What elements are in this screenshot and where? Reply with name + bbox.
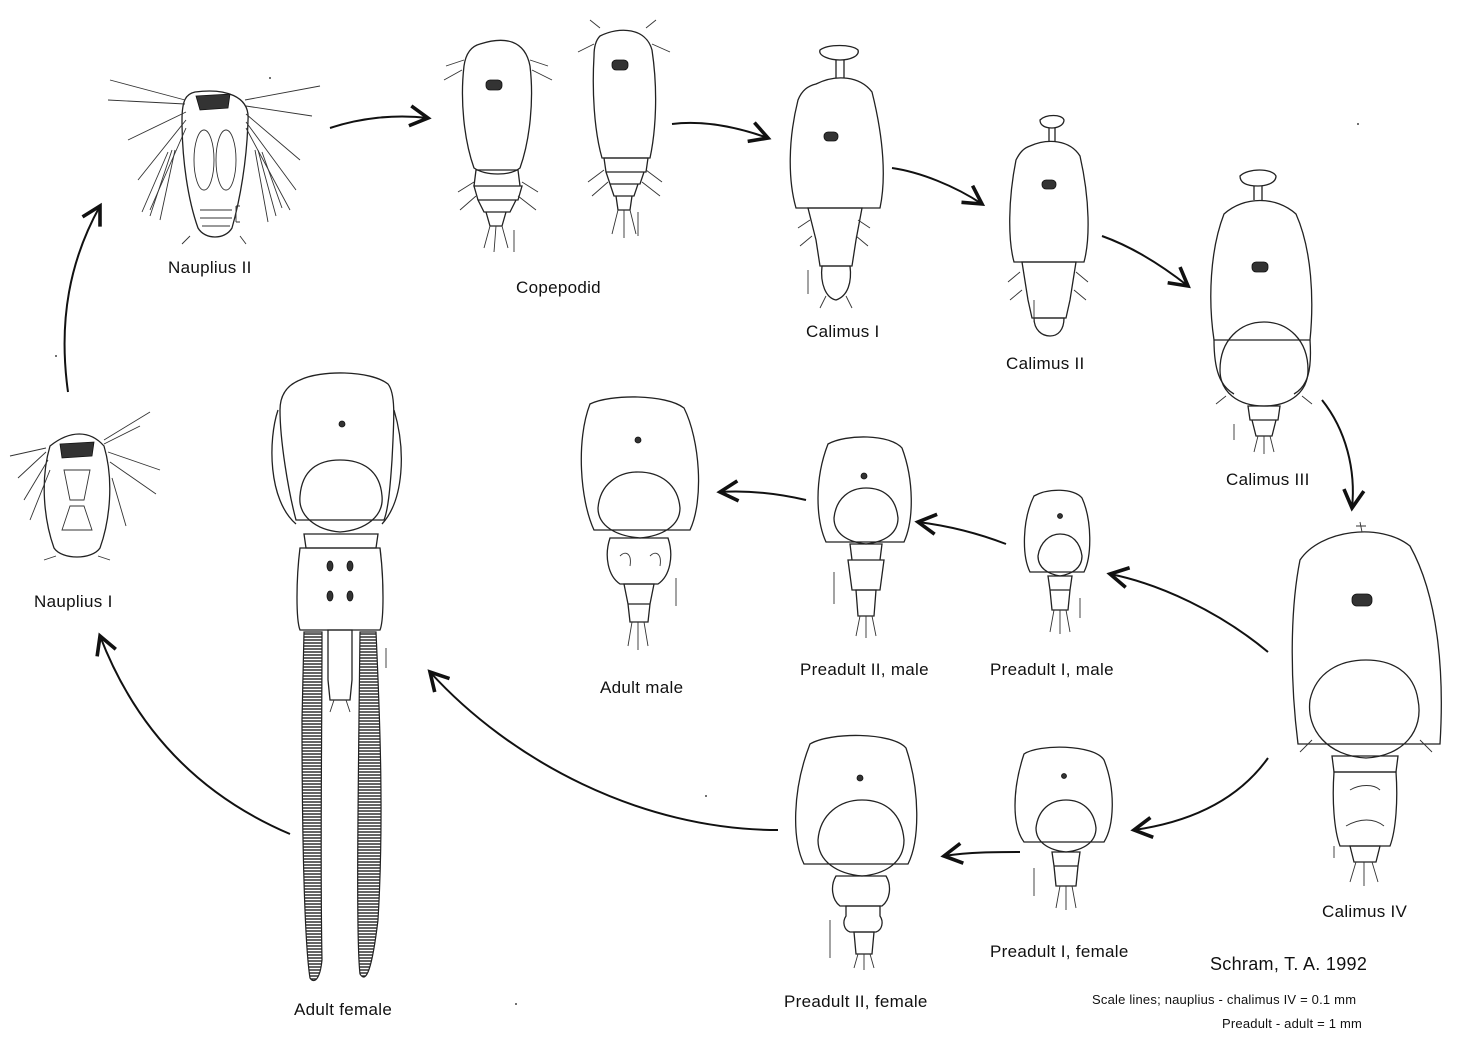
egg-string-left — [302, 632, 322, 981]
preadult-i-male-figure — [1024, 490, 1089, 634]
arrow-calimus-iv-to-preadult-i-female — [1134, 758, 1268, 830]
label-adult-female: Adult female — [294, 1000, 392, 1020]
calimus-iii-figure — [1211, 170, 1312, 454]
copepodid-figure — [444, 20, 670, 252]
arrow-adult-female-to-nauplius-i — [100, 636, 290, 834]
label-preadult-i-female: Preadult I, female — [990, 942, 1129, 962]
cycle-arrows — [65, 116, 1353, 856]
arrow-nauplius-i-to-ii — [65, 206, 100, 392]
egg-string-right — [358, 632, 381, 977]
label-calimus-ii: Calimus II — [1006, 354, 1085, 374]
arrow-calimus-iii-to-iv — [1322, 400, 1353, 508]
adult-male-figure — [581, 397, 698, 650]
scale-note-line-2: Preadult - adult = 1 mm — [1222, 1016, 1362, 1031]
arrow-preadult-i-male-to-ii-male — [918, 522, 1006, 544]
arrow-nauplius-ii-to-copepodid — [330, 116, 428, 128]
label-calimus-iv: Calimus IV — [1322, 902, 1407, 922]
label-preadult-i-male: Preadult I, male — [990, 660, 1114, 680]
calimus-i-figure — [790, 46, 883, 309]
nauplius-i-figure — [10, 412, 160, 560]
credit-citation: Schram, T. A. 1992 — [1210, 954, 1367, 975]
label-preadult-ii-male: Preadult II, male — [800, 660, 929, 680]
label-nauplius-i: Nauplius I — [34, 592, 113, 612]
arrow-calimus-iv-to-preadult-i-male — [1110, 574, 1268, 652]
arrow-preadult-ii-male-to-adult-male — [720, 491, 806, 500]
arrow-preadult-i-female-to-ii-female — [944, 852, 1020, 856]
label-nauplius-ii: Nauplius II — [168, 258, 252, 278]
scan-specks — [55, 77, 1359, 1005]
preadult-i-female-figure — [1015, 747, 1112, 910]
arrow-calimus-i-to-ii — [892, 168, 982, 204]
preadult-ii-female-figure — [796, 735, 917, 970]
arrow-copepodid-to-calimus-i — [672, 123, 768, 138]
label-preadult-ii-female: Preadult II, female — [784, 992, 928, 1012]
scale-note-line-1: Scale lines; nauplius - chalimus IV = 0.… — [1092, 992, 1356, 1007]
calimus-ii-figure — [1008, 116, 1088, 337]
label-copepodid: Copepodid — [516, 278, 601, 298]
label-calimus-i: Calimus I — [806, 322, 880, 342]
preadult-ii-male-figure — [818, 437, 911, 638]
calimus-iv-figure — [1292, 522, 1441, 886]
label-calimus-iii: Calimus III — [1226, 470, 1310, 490]
label-adult-male: Adult male — [600, 678, 683, 698]
nauplius-ii-figure — [108, 80, 320, 244]
adult-female-figure — [272, 373, 401, 981]
arrow-calimus-ii-to-iii — [1102, 236, 1188, 286]
